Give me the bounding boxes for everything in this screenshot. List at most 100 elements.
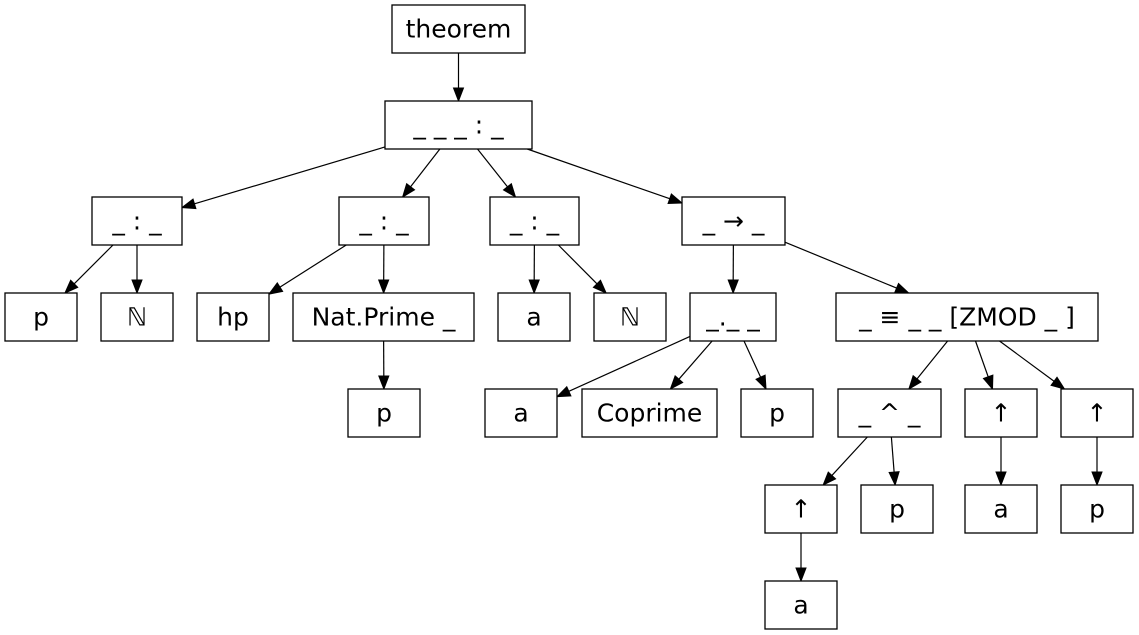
node-box — [91, 196, 183, 246]
arrowhead-icon — [502, 182, 517, 199]
edge-n13-to-n21 — [999, 340, 1066, 390]
edge-line — [557, 244, 598, 285]
node-p: p — [4, 292, 78, 342]
edges-layer — [64, 53, 1103, 583]
arrowhead-icon — [669, 375, 684, 391]
arrowhead-icon — [452, 87, 465, 103]
arrowhead-icon — [888, 471, 900, 487]
arrowhead-icon — [180, 198, 197, 210]
node-p: p — [860, 484, 934, 534]
node-box — [593, 292, 667, 342]
edge-n13-to-n20 — [974, 340, 994, 391]
node-label: p — [769, 399, 785, 428]
edge-n12-to-n17 — [743, 340, 767, 391]
edge-line — [678, 340, 713, 380]
node-p: p — [1060, 484, 1134, 534]
node-symbol: _ _ _ : _ — [384, 100, 533, 150]
edge-line — [279, 244, 347, 288]
node-label: _ : _ — [111, 207, 162, 236]
node-box — [4, 292, 78, 342]
node-label: a — [526, 303, 541, 332]
node-box — [1060, 484, 1134, 534]
node-label: _ : _ — [509, 207, 560, 236]
node-a: a — [764, 580, 838, 630]
node-zmod: _ ≡ _ _ [ZMOD _ ] — [835, 292, 1099, 342]
edge-line — [73, 244, 114, 285]
node-label: p — [1089, 495, 1105, 524]
node-label: a — [513, 399, 528, 428]
node-box — [100, 292, 174, 342]
arrowhead-icon — [1091, 471, 1103, 487]
node-box — [347, 388, 421, 438]
node-box — [484, 388, 558, 438]
node-box — [581, 388, 718, 438]
edge-n13-to-n18 — [908, 340, 949, 391]
edge-line — [831, 436, 868, 476]
edge-n1-to-n2 — [180, 146, 386, 210]
node-label: ℕ — [127, 303, 147, 332]
node-label: p — [376, 399, 392, 428]
node-symbol: ↑ — [964, 388, 1038, 438]
edge-line — [890, 436, 895, 473]
node-nat-prime: Nat.Prime _ — [292, 292, 475, 342]
edge-n9-to-n14 — [378, 340, 390, 391]
node-box — [837, 388, 942, 438]
node-box — [860, 484, 934, 534]
edge-n1-to-n5 — [527, 148, 684, 204]
node-symbol: _ : _ — [91, 196, 183, 246]
arrowhead-icon — [592, 279, 608, 294]
edge-line — [974, 340, 989, 377]
node-label: ℕ — [620, 303, 640, 332]
arrowhead-icon — [795, 567, 807, 583]
node-a: a — [964, 484, 1038, 534]
node-label: _ → _ — [702, 207, 765, 236]
edge-n18-to-n22 — [888, 436, 900, 487]
node-label: Coprime — [597, 399, 703, 428]
edge-n2-to-n6 — [64, 244, 114, 294]
edge-line — [527, 148, 670, 200]
node-symbol: ↑ — [764, 484, 838, 534]
arrowhead-icon — [982, 374, 994, 391]
node-label: a — [993, 495, 1008, 524]
node-label: ↑ — [791, 495, 812, 524]
node-box — [964, 484, 1038, 534]
node-box — [196, 292, 270, 342]
arrowhead-icon — [893, 282, 910, 294]
edge-line — [477, 148, 508, 188]
node-symbol: ℕ — [100, 292, 174, 342]
node-hp: hp — [196, 292, 270, 342]
arrowhead-icon — [667, 193, 684, 204]
arrowhead-icon — [377, 279, 390, 295]
node-symbol: _._ _ — [689, 292, 777, 342]
node-box — [292, 292, 475, 342]
node-label: a — [793, 591, 808, 620]
edge-n2-to-n7 — [131, 245, 143, 295]
edge-line — [743, 340, 762, 378]
arrowhead-icon — [131, 279, 143, 295]
node-p: p — [347, 388, 421, 438]
node-box — [681, 196, 786, 246]
node-label: p — [889, 495, 905, 524]
node-box — [1060, 388, 1134, 438]
node-label: _ ^ _ — [858, 399, 921, 428]
edge-n1-to-n4 — [477, 148, 517, 199]
arrowhead-icon — [908, 374, 922, 391]
edge-n3-to-n8 — [267, 244, 347, 295]
node-label: _._ _ — [705, 303, 760, 332]
node-symbol: _ : _ — [489, 196, 580, 246]
arrowhead-icon — [378, 375, 390, 391]
arrowhead-icon — [727, 279, 739, 295]
node-box — [740, 388, 814, 438]
node-box — [764, 484, 838, 534]
edge-n5-to-n12 — [727, 244, 739, 295]
edge-line — [410, 148, 441, 188]
edge-line — [999, 340, 1055, 382]
arrowhead-icon — [822, 471, 837, 487]
edge-line — [194, 146, 386, 205]
arrowhead-icon — [528, 279, 540, 295]
arrowhead-icon — [401, 182, 416, 199]
node-box — [338, 196, 430, 246]
edge-n4-to-n10 — [528, 244, 540, 295]
edge-line — [916, 340, 949, 380]
